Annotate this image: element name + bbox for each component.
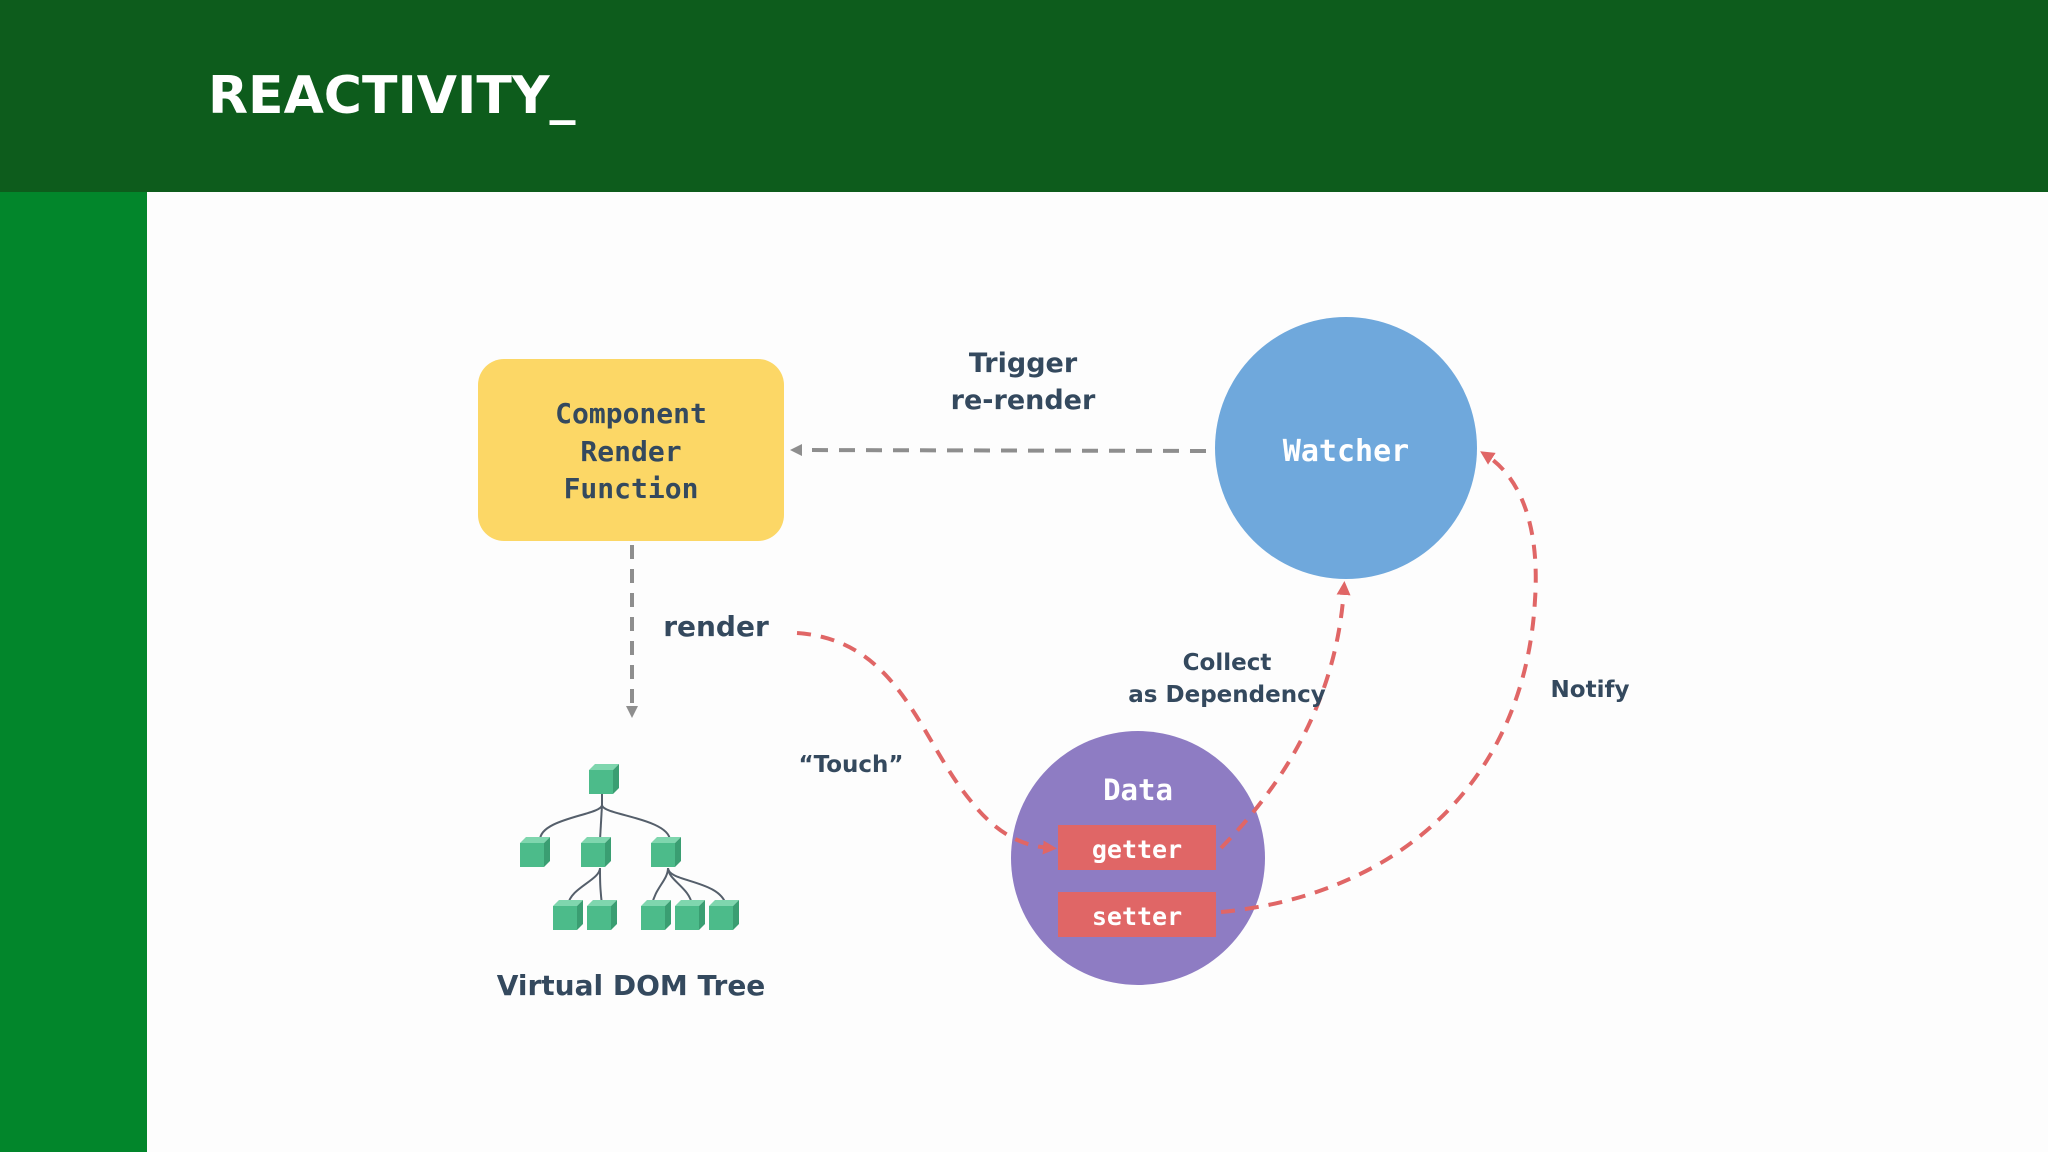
notify-label: Notify [1551, 677, 1630, 703]
data-label: Data [1103, 773, 1173, 807]
collect-dependency-arrow [1219, 581, 1351, 850]
vdom-cubes [520, 764, 739, 930]
getter-box [1058, 825, 1216, 870]
render-label: render [663, 610, 769, 643]
virtual-dom-tree-icon [539, 793, 727, 906]
vdom-label: Virtual DOM Tree [497, 969, 766, 1002]
component-render-function-node: Component Render Function [478, 359, 784, 541]
getter-label: getter [1092, 835, 1182, 864]
trigger-label-line-1: Trigger [969, 348, 1078, 379]
collect-label-line-2: as Dependency [1128, 682, 1325, 708]
watcher-label: Watcher [1283, 434, 1409, 469]
watcher-node: Watcher [1215, 317, 1477, 579]
slide-title: REACTIVITY_ [208, 66, 576, 126]
component-line-1: Component [555, 397, 707, 430]
trigger-label-line-2: re-render [951, 385, 1096, 416]
trigger-rerender-arrow [790, 444, 1207, 457]
sidebar-accent [0, 192, 147, 1152]
setter-box [1058, 892, 1216, 937]
notify-arrow [1220, 451, 1538, 914]
touch-label: “Touch” [798, 752, 903, 778]
touch-arrow [796, 631, 1057, 855]
data-node: Data getter setter [1011, 731, 1265, 985]
component-line-3: Function [564, 472, 699, 505]
header-bar: REACTIVITY_ [0, 0, 2048, 192]
collect-label-line-1: Collect [1183, 650, 1272, 676]
component-line-2: Render [580, 435, 681, 468]
setter-label: setter [1092, 902, 1182, 931]
